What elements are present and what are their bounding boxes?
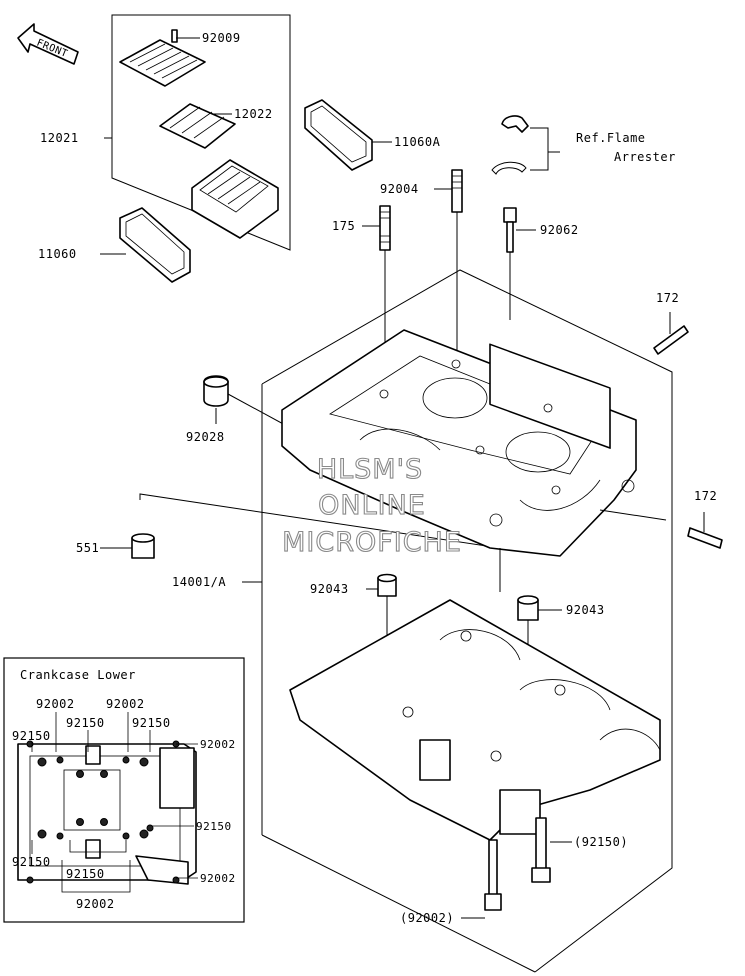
callout-ref-arrester: Arrester (614, 150, 676, 164)
callout-92043-left: 92043 (310, 582, 349, 596)
gasket-11060A (304, 99, 373, 171)
inset-title: Crankcase Lower (20, 668, 136, 682)
callout-leaders (100, 37, 536, 590)
callout-551: 551 (76, 541, 99, 555)
inset-crankcase-lower (3, 657, 245, 923)
lower-crankcase (289, 599, 661, 841)
inset-label-92002-j: 92002 (200, 872, 236, 885)
stud-172-top (653, 312, 689, 355)
inset-label-92002-f: 92002 (200, 738, 236, 751)
callout-172-right: 172 (694, 489, 717, 503)
inset-label-92150-d: 92150 (132, 716, 171, 730)
inset-label-92002-b: 92002 (106, 697, 145, 711)
upper-crankcase (281, 329, 667, 560)
callout-92028: 92028 (186, 430, 225, 444)
dowel-551 (100, 493, 501, 592)
callout-ref-flame: Ref.Flame (576, 131, 646, 145)
fitting-92062 (503, 207, 517, 320)
reed-block-part (191, 159, 279, 239)
flame-arrester-ref (491, 115, 560, 175)
stud-92004 (451, 169, 463, 360)
stud-172-right (687, 512, 723, 549)
bolt-92150 (531, 817, 572, 883)
bolt-92002 (461, 839, 502, 919)
dowel-92043-right (517, 595, 562, 730)
callout-92004: 92004 (380, 182, 419, 196)
watermark-line1: HLSM'S (317, 454, 423, 485)
callout-175: 175 (332, 219, 355, 233)
callout-92062: 92062 (540, 223, 579, 237)
callout-14001A: 14001/A (172, 575, 226, 589)
callout-92150-paren: (92150) (574, 835, 628, 849)
reed-stopper-part (119, 29, 206, 87)
callout-12022: 12022 (234, 107, 273, 121)
callout-172-top: 172 (656, 291, 679, 305)
front-arrow: FRONT (17, 23, 79, 65)
dowel-92043-left (377, 573, 397, 638)
crankcase-leader-box (242, 269, 673, 973)
callout-92043-right: 92043 (566, 603, 605, 617)
inset-label-92150-c: 92150 (66, 716, 105, 730)
callout-11060A: 11060A (394, 135, 441, 149)
inset-label-92150-g: 92150 (196, 820, 232, 833)
watermark-line3: MICROFICHE (282, 527, 462, 558)
callout-12021: 12021 (40, 131, 79, 145)
inset-label-92150-h: 92150 (12, 855, 51, 869)
watermark: HLSM'S ONLINE MICROFICHE (282, 453, 462, 558)
inset-label-92150-e: 92150 (12, 729, 51, 743)
callout-11060: 11060 (38, 247, 77, 261)
callout-92002-paren: (92002) (400, 911, 454, 925)
callout-92009: 92009 (202, 31, 241, 45)
watermark-line2: ONLINE (318, 490, 426, 521)
reed-petals-part (159, 103, 236, 149)
inset-label-92150-i: 92150 (66, 867, 105, 881)
inset-label-92002-a: 92002 (36, 697, 75, 711)
gasket-11060 (119, 207, 191, 283)
reed-valve-box (104, 14, 291, 251)
inset-label-92002-k: 92002 (76, 897, 115, 911)
